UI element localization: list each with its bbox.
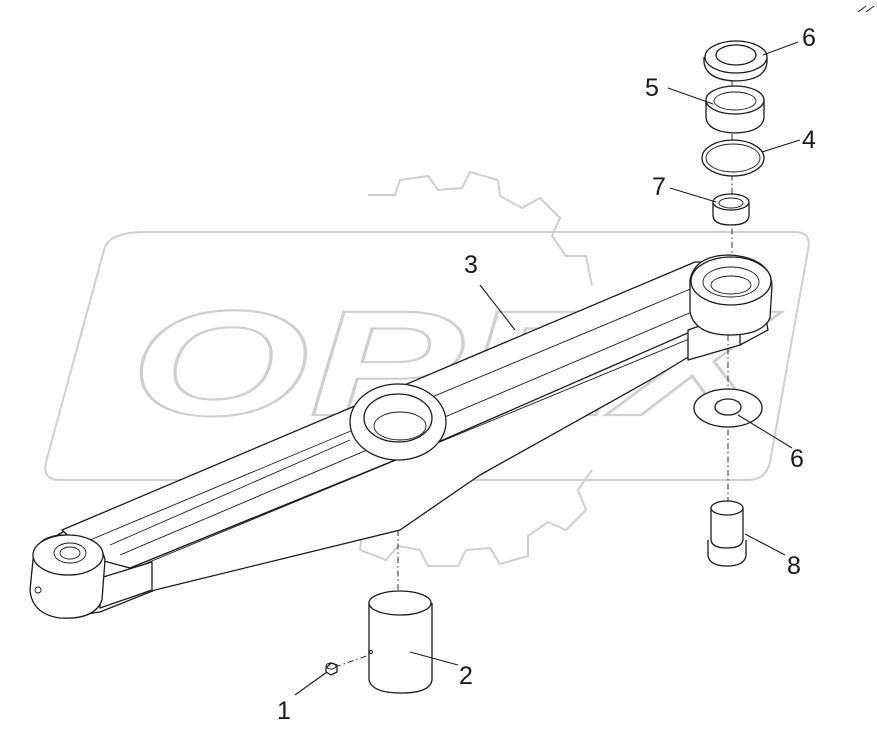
bushing-bore [713,91,757,111]
part-4-o-ring [701,139,765,177]
o-ring-outer [701,139,765,177]
part-3-arm [29,254,773,619]
callout-4: 4 [802,126,816,154]
grease-fitting-top [325,662,337,670]
cylinder-grease-hole [369,650,373,654]
callout-6-lower: 6 [790,445,804,473]
leader-1 [294,671,328,696]
leader-6a [762,41,799,56]
arm-left-end-bore [53,542,87,564]
callout-5: 5 [645,74,659,102]
arm-left-end-top [32,534,104,576]
part-6-lower-washer [693,388,763,428]
leader-3 [479,284,516,331]
leader-7 [669,187,717,203]
part-1-grease-fitting [325,662,338,676]
part-8-pin [707,500,747,567]
pin-upper [710,508,744,549]
callout-1: 1 [277,697,291,725]
leader-2 [409,651,459,666]
arm-left-grease-hole [34,586,42,594]
o-ring-inner [705,143,761,173]
callout-3: 3 [464,251,478,279]
bushing-top-face [705,85,765,115]
cylinder-body [368,603,433,694]
callout-6-top: 6 [802,24,816,52]
arm-center-bore-inner [373,411,427,441]
watermark-plate [44,231,810,481]
part-2-cylinder [368,590,433,694]
sleeve-bore [718,197,744,209]
part-6-upper-washer [703,40,768,82]
cylinder-top [368,590,432,616]
upper-washer-hole [715,44,757,66]
corner-mark [857,5,875,13]
leader-8 [744,533,786,556]
arm-right-end-bore [702,266,760,298]
lower-washer-hole [714,398,742,416]
callout-7: 7 [652,173,666,201]
axis-grease-fitting [334,653,373,668]
callout-8: 8 [787,552,801,580]
pin-top [710,500,744,516]
part-7-sleeve [712,193,750,226]
leader-5 [667,87,714,105]
part-5-bushing [705,85,765,134]
leader-6b [737,414,793,449]
arm-right-end-bore-inner [710,275,752,295]
arm-center-bore [363,393,433,443]
leader-4 [761,139,801,153]
arm-left-end-bore-inner [59,546,81,560]
callout-2: 2 [459,662,473,690]
